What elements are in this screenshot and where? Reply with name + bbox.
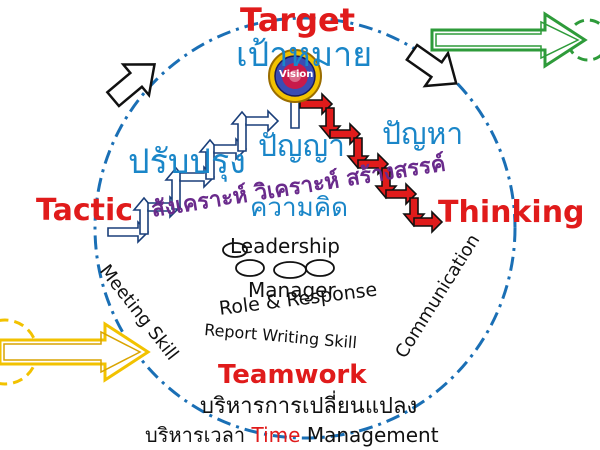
main-circle [93, 16, 517, 440]
time-management-prefix: บริหารเวลา [145, 423, 246, 447]
stair-arrows-down [299, 92, 444, 234]
problem-label: ปัญหา [382, 117, 464, 152]
improve-label: ปรับปรุง [128, 142, 246, 182]
green-arrow-icon [430, 11, 600, 69]
stair-arrows-up [107, 80, 308, 244]
teamwork-label: Teamwork [218, 360, 367, 390]
management-word: Management [306, 423, 439, 447]
arrow-top-right-icon [405, 43, 458, 88]
vision-target-icon [268, 49, 322, 103]
change-management-label: บริหารการเปลี่ยนแปลง [200, 394, 418, 419]
manager-label: Manager [248, 278, 336, 302]
vision-label: Vision [279, 69, 314, 80]
time-management-label: บริหารเวลา Time Management [145, 425, 439, 445]
tactic-label: Tactic [36, 193, 134, 228]
yellow-arrow-icon [0, 318, 151, 386]
target-label: Target [240, 1, 355, 39]
leadership-label: Leadership [230, 234, 340, 258]
knowledge-label: ความคิด [250, 193, 349, 223]
goal-label: เป้าหมาย [236, 35, 373, 75]
leadership-swirls [222, 242, 335, 279]
thinking-label: Thinking [438, 195, 585, 230]
wisdom-label: ปัญญา [258, 129, 346, 164]
time-word: Time [251, 423, 301, 447]
arrow-top-left-icon [105, 63, 157, 108]
